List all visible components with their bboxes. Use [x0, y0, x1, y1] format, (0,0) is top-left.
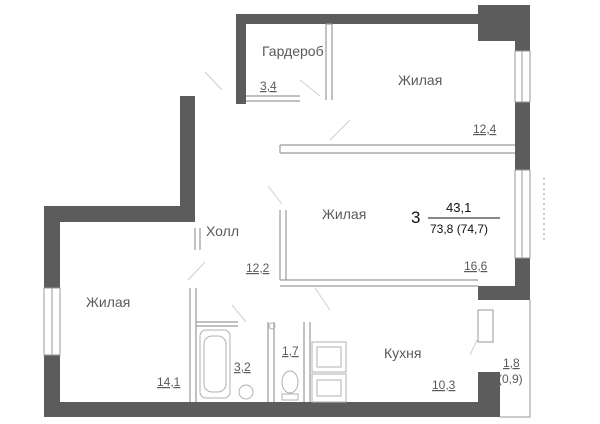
room-name-living-top: Жилая: [398, 72, 442, 88]
room-labels: Гардероб 3,4 Жилая 12,4 Жилая 16,6 Холл …: [86, 43, 523, 392]
wall-right-notch: [478, 286, 530, 300]
wall-living-kitchen: [280, 279, 478, 287]
wall-wardrobe-right: [325, 24, 333, 100]
wall-hall-left: [180, 96, 195, 220]
door-swings: [187, 71, 479, 356]
wall-step: [44, 206, 195, 222]
room-area-living-top: 12,4: [473, 122, 497, 136]
bathtub: [199, 329, 231, 399]
wall-right-mid: [515, 102, 530, 170]
toilet-bowl: [281, 370, 299, 394]
room-name-hall: Холл: [206, 223, 239, 239]
room-area-living-left: 14,1: [157, 375, 181, 389]
room-area-kitchen: 10,3: [432, 378, 456, 392]
interior-walls: [189, 23, 515, 402]
exterior-walls: [44, 5, 530, 417]
wall-bottom: [44, 402, 500, 417]
window-balcony: [477, 309, 494, 343]
wall-living-divider: [279, 144, 515, 154]
wall-top: [236, 14, 478, 24]
room-name-living-middle: Жилая: [322, 206, 366, 222]
wall-top-right-corner: [478, 5, 530, 41]
wall-wardrobe-left: [236, 14, 246, 104]
wall-bottom-right-corner: [478, 372, 500, 417]
living-area-total: 43,1: [446, 200, 471, 215]
bath-sink: [238, 384, 254, 400]
room-name-kitchen: Кухня: [384, 345, 421, 361]
room-name-living-left: Жилая: [86, 294, 130, 310]
room-area-hall: 12,2: [246, 261, 270, 275]
room-area-balcony: 1,8: [503, 356, 520, 370]
total-area: 73,8 (74,7): [430, 222, 488, 236]
balcony-outline: [500, 300, 531, 418]
wall-left-lower: [44, 355, 60, 417]
fixtures: [199, 322, 347, 403]
kitchen-stove: [311, 341, 347, 373]
room-area-toilet: 1,7: [282, 344, 299, 358]
room-area-wardrobe: 3,4: [260, 79, 277, 93]
rooms-count: 3: [411, 208, 420, 227]
wall-left-upper: [44, 206, 60, 288]
room-name-wardrobe: Гардероб: [262, 43, 324, 59]
windows: [43, 50, 545, 418]
apartment-info: 3 43,1 73,8 (74,7): [411, 200, 500, 236]
room-area-balcony-reduced: (0,9): [498, 372, 523, 386]
wall-right-upper: [515, 41, 530, 51]
room-area-living-middle: 16,6: [464, 259, 488, 273]
kitchen-counter: [311, 373, 347, 403]
room-area-bathroom: 3,2: [234, 360, 251, 374]
